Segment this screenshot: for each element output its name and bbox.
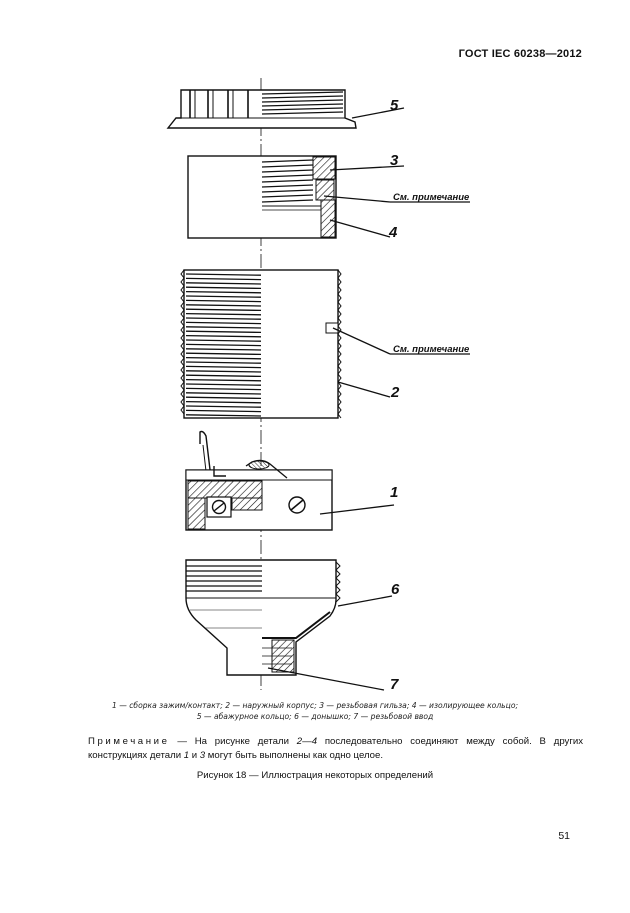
thread-line (185, 299, 262, 303)
thread-line (185, 405, 262, 408)
thread-line (185, 361, 262, 364)
thread-line (185, 378, 262, 382)
thread-line (185, 339, 262, 342)
thread-line (185, 400, 262, 404)
note-text-1: — На рисунке детали (169, 736, 297, 747)
thread-line (185, 330, 262, 334)
part-5-shade-ring (166, 89, 357, 129)
leader-lines (267, 107, 470, 691)
thread-line (185, 317, 262, 320)
note-callout-upper: См. примечание (393, 192, 470, 203)
thread-line (185, 308, 262, 312)
part-6-7-base (185, 559, 341, 676)
thread-line (185, 295, 262, 298)
note-part-a: 1 (183, 750, 190, 761)
thread-line (185, 392, 262, 395)
note-heading: Примечание (88, 736, 170, 747)
standard-header: ГОСТ IEC 60238—2012 (458, 48, 582, 60)
thread-line (185, 356, 262, 360)
figure-caption: Рисунок 18 — Иллюстрация некоторых опред… (196, 770, 434, 781)
thread-line (185, 348, 262, 351)
note-text-end: могут быть выполнены как одно целое. (205, 750, 384, 761)
thread-line (185, 321, 262, 325)
thread-line (185, 365, 262, 369)
thread-line (185, 282, 262, 285)
label-part-2: 2 (390, 384, 400, 401)
thread-line (185, 312, 262, 316)
part-2-outer-shell (180, 269, 342, 419)
legend-line-1: 1 — сборка зажим/контакт; 2 — наружный к… (111, 701, 519, 710)
thread-line (185, 304, 262, 307)
thread-line (185, 277, 262, 281)
thread-line (185, 286, 262, 290)
figure-legend: 1 — сборка зажим/контакт; 2 — наружный к… (60, 700, 570, 722)
thread-line (185, 370, 262, 373)
thread-line (185, 383, 262, 386)
thread-line (185, 352, 262, 356)
thread-line (185, 396, 262, 400)
thread-line (185, 290, 262, 294)
note-callout-lower: См. примечание (393, 344, 470, 355)
label-part-6: 6 (391, 581, 400, 598)
note-part-b: 3 (199, 750, 206, 761)
thread-line (185, 334, 262, 338)
note-parts-range: 2—4 (296, 736, 318, 747)
label-part-4: 4 (388, 224, 398, 241)
part-3-4-sleeve-ring (187, 155, 337, 239)
page-number: 51 (558, 830, 570, 842)
thread-line (185, 343, 262, 347)
thread-line (185, 273, 262, 276)
thread-line (185, 387, 262, 391)
note-text-2: последовательно соединяют между собой. В… (88, 736, 583, 761)
label-part-5: 5 (390, 97, 399, 114)
thread-line (185, 414, 262, 417)
part-1-terminal-assembly (185, 430, 333, 531)
thread-line (185, 374, 262, 378)
label-part-3: 3 (390, 152, 399, 169)
label-part-7: 7 (390, 676, 399, 693)
thread-line (185, 409, 262, 413)
note-text-and: и (189, 750, 200, 761)
label-part-1: 1 (390, 484, 398, 501)
legend-line-2: 5 — абажурное кольцо; 6 — донышко; 7 — р… (196, 712, 434, 721)
thread-line (185, 326, 262, 329)
lampholder-drawing: 5 3 См. примечание 4 См. примечание 2 1 … (166, 78, 470, 693)
note-paragraph: Примечание — На рисунке детали 2—4 после… (88, 735, 583, 763)
